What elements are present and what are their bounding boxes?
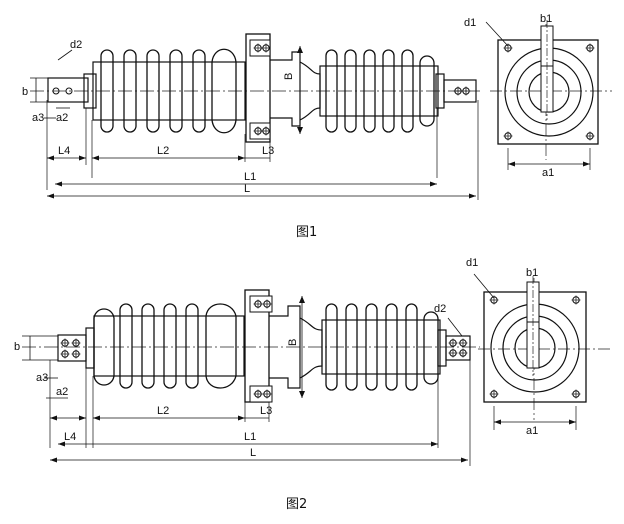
label-b1: b1 [526,267,538,279]
label-L: L [244,183,250,195]
end-view-2 [473,273,612,430]
terminal-hole [65,87,73,95]
label-B: B [287,339,299,346]
insulator-sheds-right [325,303,439,391]
end-view-1 [485,20,612,170]
label-d2: d2 [70,39,82,51]
figure-2: b a3 a2 L4 L2 L3 L1 L B d2 d1 b1 a1 图2 [14,257,612,512]
label-L4: L4 [64,431,76,443]
label-d1: d1 [464,17,476,29]
label-L1: L1 [244,431,256,443]
mounting-flange [245,33,271,143]
insulator-core-right [321,319,441,375]
insulator-sheds-left [100,48,237,134]
label-a1: a1 [526,425,538,437]
label-a2: a2 [56,112,68,124]
label-a1: a1 [542,167,554,179]
label-L2: L2 [157,405,169,417]
label-L: L [250,447,256,459]
label-B: B [283,73,295,80]
terminal-hole [52,87,60,95]
insulator-core-left [92,61,246,121]
figure-1: d2 b a3 a2 L4 L2 L3 L1 L B d1 b1 a1 图1 [22,13,612,240]
insulator-core-left [93,315,245,377]
figure-caption: 图2 [286,497,307,512]
label-b1: b1 [540,13,552,25]
insulator-sheds-left [93,303,237,389]
label-b: b [14,341,20,353]
label-L3: L3 [260,405,272,417]
label-a2: a2 [56,386,68,398]
label-b: b [22,86,28,98]
insulator-sheds-right [325,49,435,133]
label-d1: d1 [466,257,478,269]
figure-caption: 图1 [296,225,317,240]
insulator-core-right [319,65,439,117]
label-a3: a3 [36,372,48,384]
label-a3: a3 [32,112,44,124]
label-d2: d2 [434,303,446,315]
label-L1: L1 [244,171,256,183]
label-L4: L4 [58,145,70,157]
label-L2: L2 [157,145,169,157]
label-L3: L3 [262,145,274,157]
